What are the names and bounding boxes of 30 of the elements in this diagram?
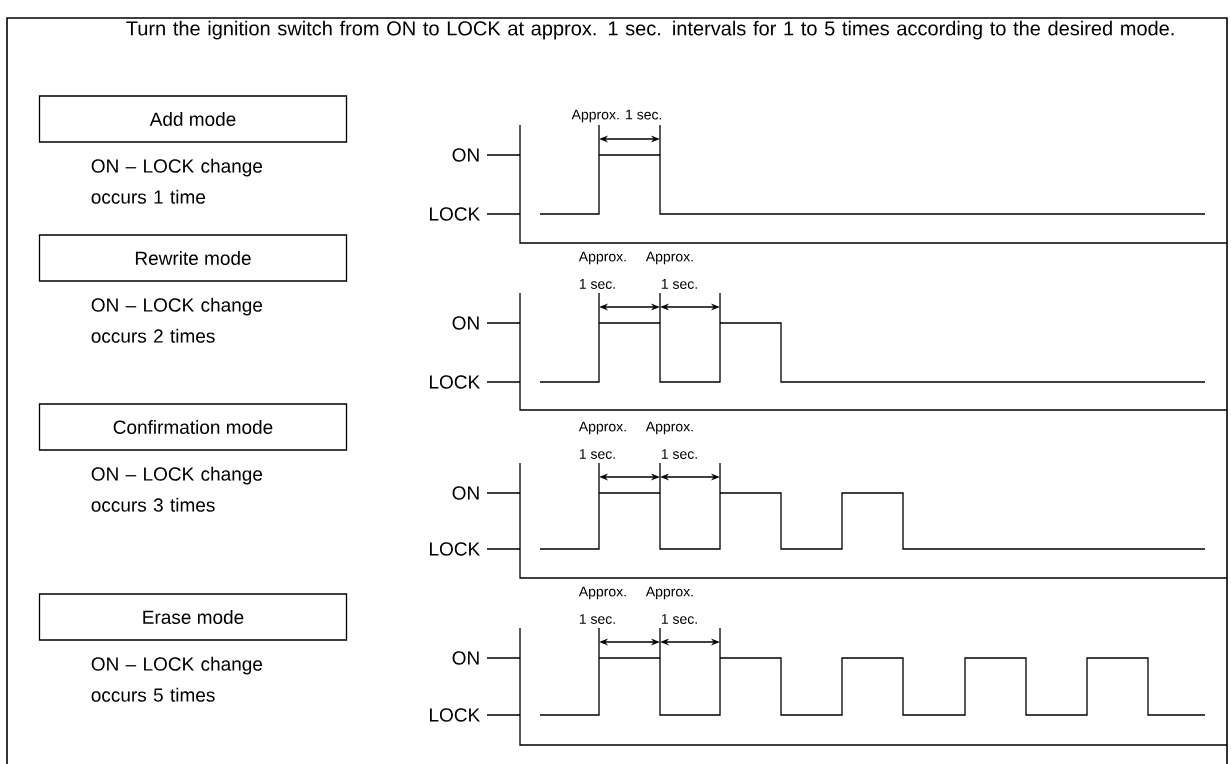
timing-label: Approx. <box>645 586 693 600</box>
axis-label: LOCK <box>430 708 480 722</box>
axis-label: ON <box>452 316 479 330</box>
axis-label: LOCK <box>430 207 480 221</box>
instruction-text: Turn the ignition switch from ON to LOCK at approx. 1 sec. intervals for 1 to 5 times according to the desired mode. <box>126 20 1174 40</box>
axis-label: ON <box>452 651 479 665</box>
axis-label: ON <box>452 486 479 500</box>
axis-label: ON <box>452 148 479 162</box>
timing-label: 1 sec. <box>579 279 615 289</box>
timing-label: 1 sec. <box>661 614 697 624</box>
axis-label: LOCK <box>430 375 480 389</box>
mode-box: Erase mode <box>38 593 348 641</box>
timing-label: Approx. <box>645 421 693 435</box>
timing-label: Approx. <box>578 586 626 600</box>
description-text: ON – LOCK change occurs 5 times <box>91 656 263 702</box>
timing-label: 1 sec. <box>579 449 615 459</box>
timing-label: 1 sec. <box>579 614 615 624</box>
mode-box: Add mode <box>38 95 348 143</box>
description-text: ON – LOCK change occurs 1 time <box>91 158 263 204</box>
timing-label: Approx. <box>578 251 626 265</box>
timing-label: 1 sec. <box>661 279 697 289</box>
timing-label: Approx. <box>578 421 626 435</box>
timing-label: Approx. <box>645 251 693 265</box>
mode-box: Confirmation mode <box>38 403 348 451</box>
description-text: ON – LOCK change occurs 2 times <box>91 297 263 343</box>
description-text: ON – LOCK change occurs 3 times <box>91 466 263 512</box>
mode-box: Rewrite mode <box>38 234 348 282</box>
axis-label: LOCK <box>430 542 480 556</box>
timing-label: Approx. 1 sec. <box>571 109 662 123</box>
timing-label: 1 sec. <box>661 449 697 459</box>
